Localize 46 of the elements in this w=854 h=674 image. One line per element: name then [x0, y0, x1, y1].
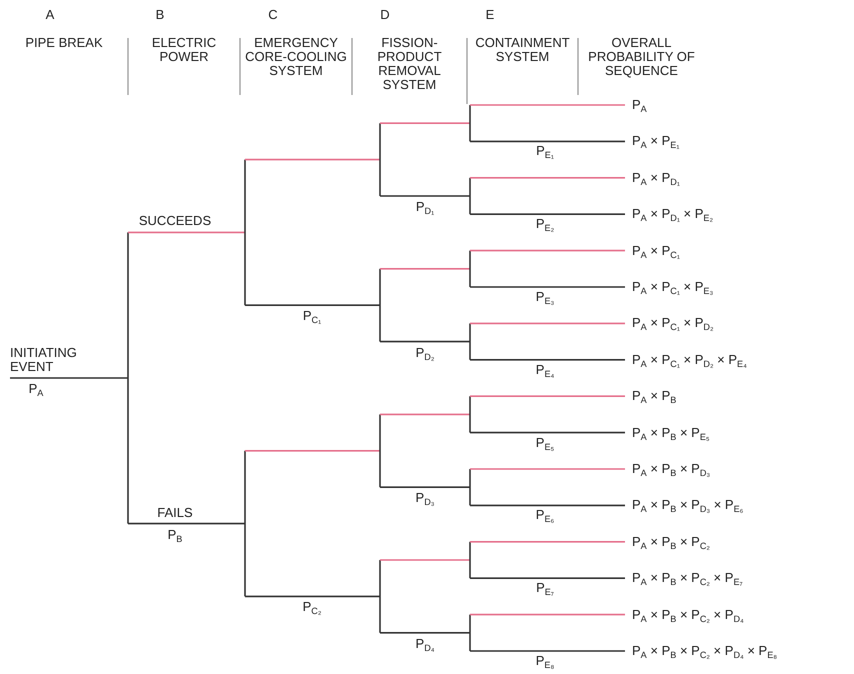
- sequence-probability: P$_{A}$ × P$_{B}$: [632, 389, 676, 404]
- probability-label: P$_{D₂}$: [416, 346, 434, 360]
- probability-label: P$_{E₈}$: [536, 654, 554, 668]
- probability-label: P$_{E₂}$: [536, 217, 554, 232]
- branch-label: SUCCEEDS: [138, 214, 212, 228]
- column-letter: D: [380, 8, 390, 22]
- column-heading: FISSION-PRODUCT REMOVAL SYSTEM: [376, 36, 443, 92]
- column-heading: CONTAINMENT SYSTEM: [474, 36, 571, 64]
- column-letter: E: [486, 8, 494, 22]
- sequence-probability: P$_{A}$ × P$_{C₁}$: [632, 244, 680, 258]
- probability-label: P$_{E₁}$: [536, 144, 554, 158]
- sequence-probability: P$_{A}$ × P$_{B}$ × P$_{C₂}$: [632, 534, 710, 549]
- sequence-probability: P$_{A}$ × P$_{C₁}$ × P$_{E₃}$: [632, 280, 714, 294]
- probability-label: P$_{E₆}$: [536, 508, 554, 522]
- column-letter: A: [46, 8, 54, 22]
- sequence-probability: P$_{A}$ × P$_{B}$ × P$_{C₂}$ × P$_{E₇}$: [632, 571, 743, 586]
- probability-label: P$_{D₄}$: [416, 636, 434, 651]
- sequence-probability: P$_{A}$ × P$_{B}$ × P$_{C₂}$ × P$_{D₄}$ × P$_{E₈}$: [632, 644, 778, 658]
- column-heading: ELECTRIC POWER: [150, 36, 218, 64]
- column-heading: PIPE BREAK: [24, 36, 104, 50]
- sequence-probability: P$_{A}$ × P$_{B}$ × P$_{D₃}$: [632, 462, 710, 476]
- branch-label: FAILS: [157, 506, 193, 520]
- column-heading: OVERALL PROBABILITY OF SEQUENCE: [587, 36, 696, 78]
- sequence-probability: P$_{A}$: [632, 98, 647, 112]
- sequence-probability: P$_{A}$ × P$_{B}$ × P$_{E₅}$: [632, 426, 710, 440]
- sequence-probability: P$_{A}$ × P$_{E₁}$: [632, 134, 680, 148]
- probability-label: P$_{E₇}$: [536, 581, 554, 596]
- probability-label: P$_{E₃}$: [536, 290, 554, 304]
- probability-label: P$_{C₁}$: [302, 309, 322, 324]
- probability-label: P$_{E₅}$: [536, 436, 554, 450]
- sequence-probability: P$_{A}$ × P$_{B}$ × P$_{D₃}$ × P$_{E₆}$: [632, 498, 744, 512]
- probability-label: P$_{D₃}$: [416, 491, 434, 506]
- probability-label: P$_{D₁}$: [416, 200, 434, 214]
- column-letter: C: [268, 8, 278, 22]
- column-letter: B: [156, 8, 164, 22]
- event-label: INITIATING EVENT: [10, 346, 78, 374]
- probability-label: P$_{B}$: [168, 528, 182, 542]
- sequence-probability: P$_{A}$ × P$_{C₁}$ × P$_{D₂}$: [632, 316, 714, 330]
- probability-label: P$_{E₄}$: [536, 362, 554, 377]
- column-heading: EMERGENCY CORE-COOLING SYSTEM: [244, 36, 348, 78]
- probability-label: P$_{A}$: [28, 382, 44, 396]
- probability-label: P$_{C₂}$: [302, 600, 322, 614]
- sequence-probability: P$_{A}$ × P$_{D₁}$ × P$_{E₂}$: [632, 207, 713, 222]
- sequence-probability: P$_{A}$ × P$_{C₁}$ × P$_{D₂}$ × P$_{E₄}$: [632, 352, 747, 367]
- sequence-probability: P$_{A}$ × P$_{B}$ × P$_{C₂}$ × P$_{D₄}$: [632, 608, 744, 622]
- sequence-probability: P$_{A}$ × P$_{D₁}$: [632, 170, 680, 185]
